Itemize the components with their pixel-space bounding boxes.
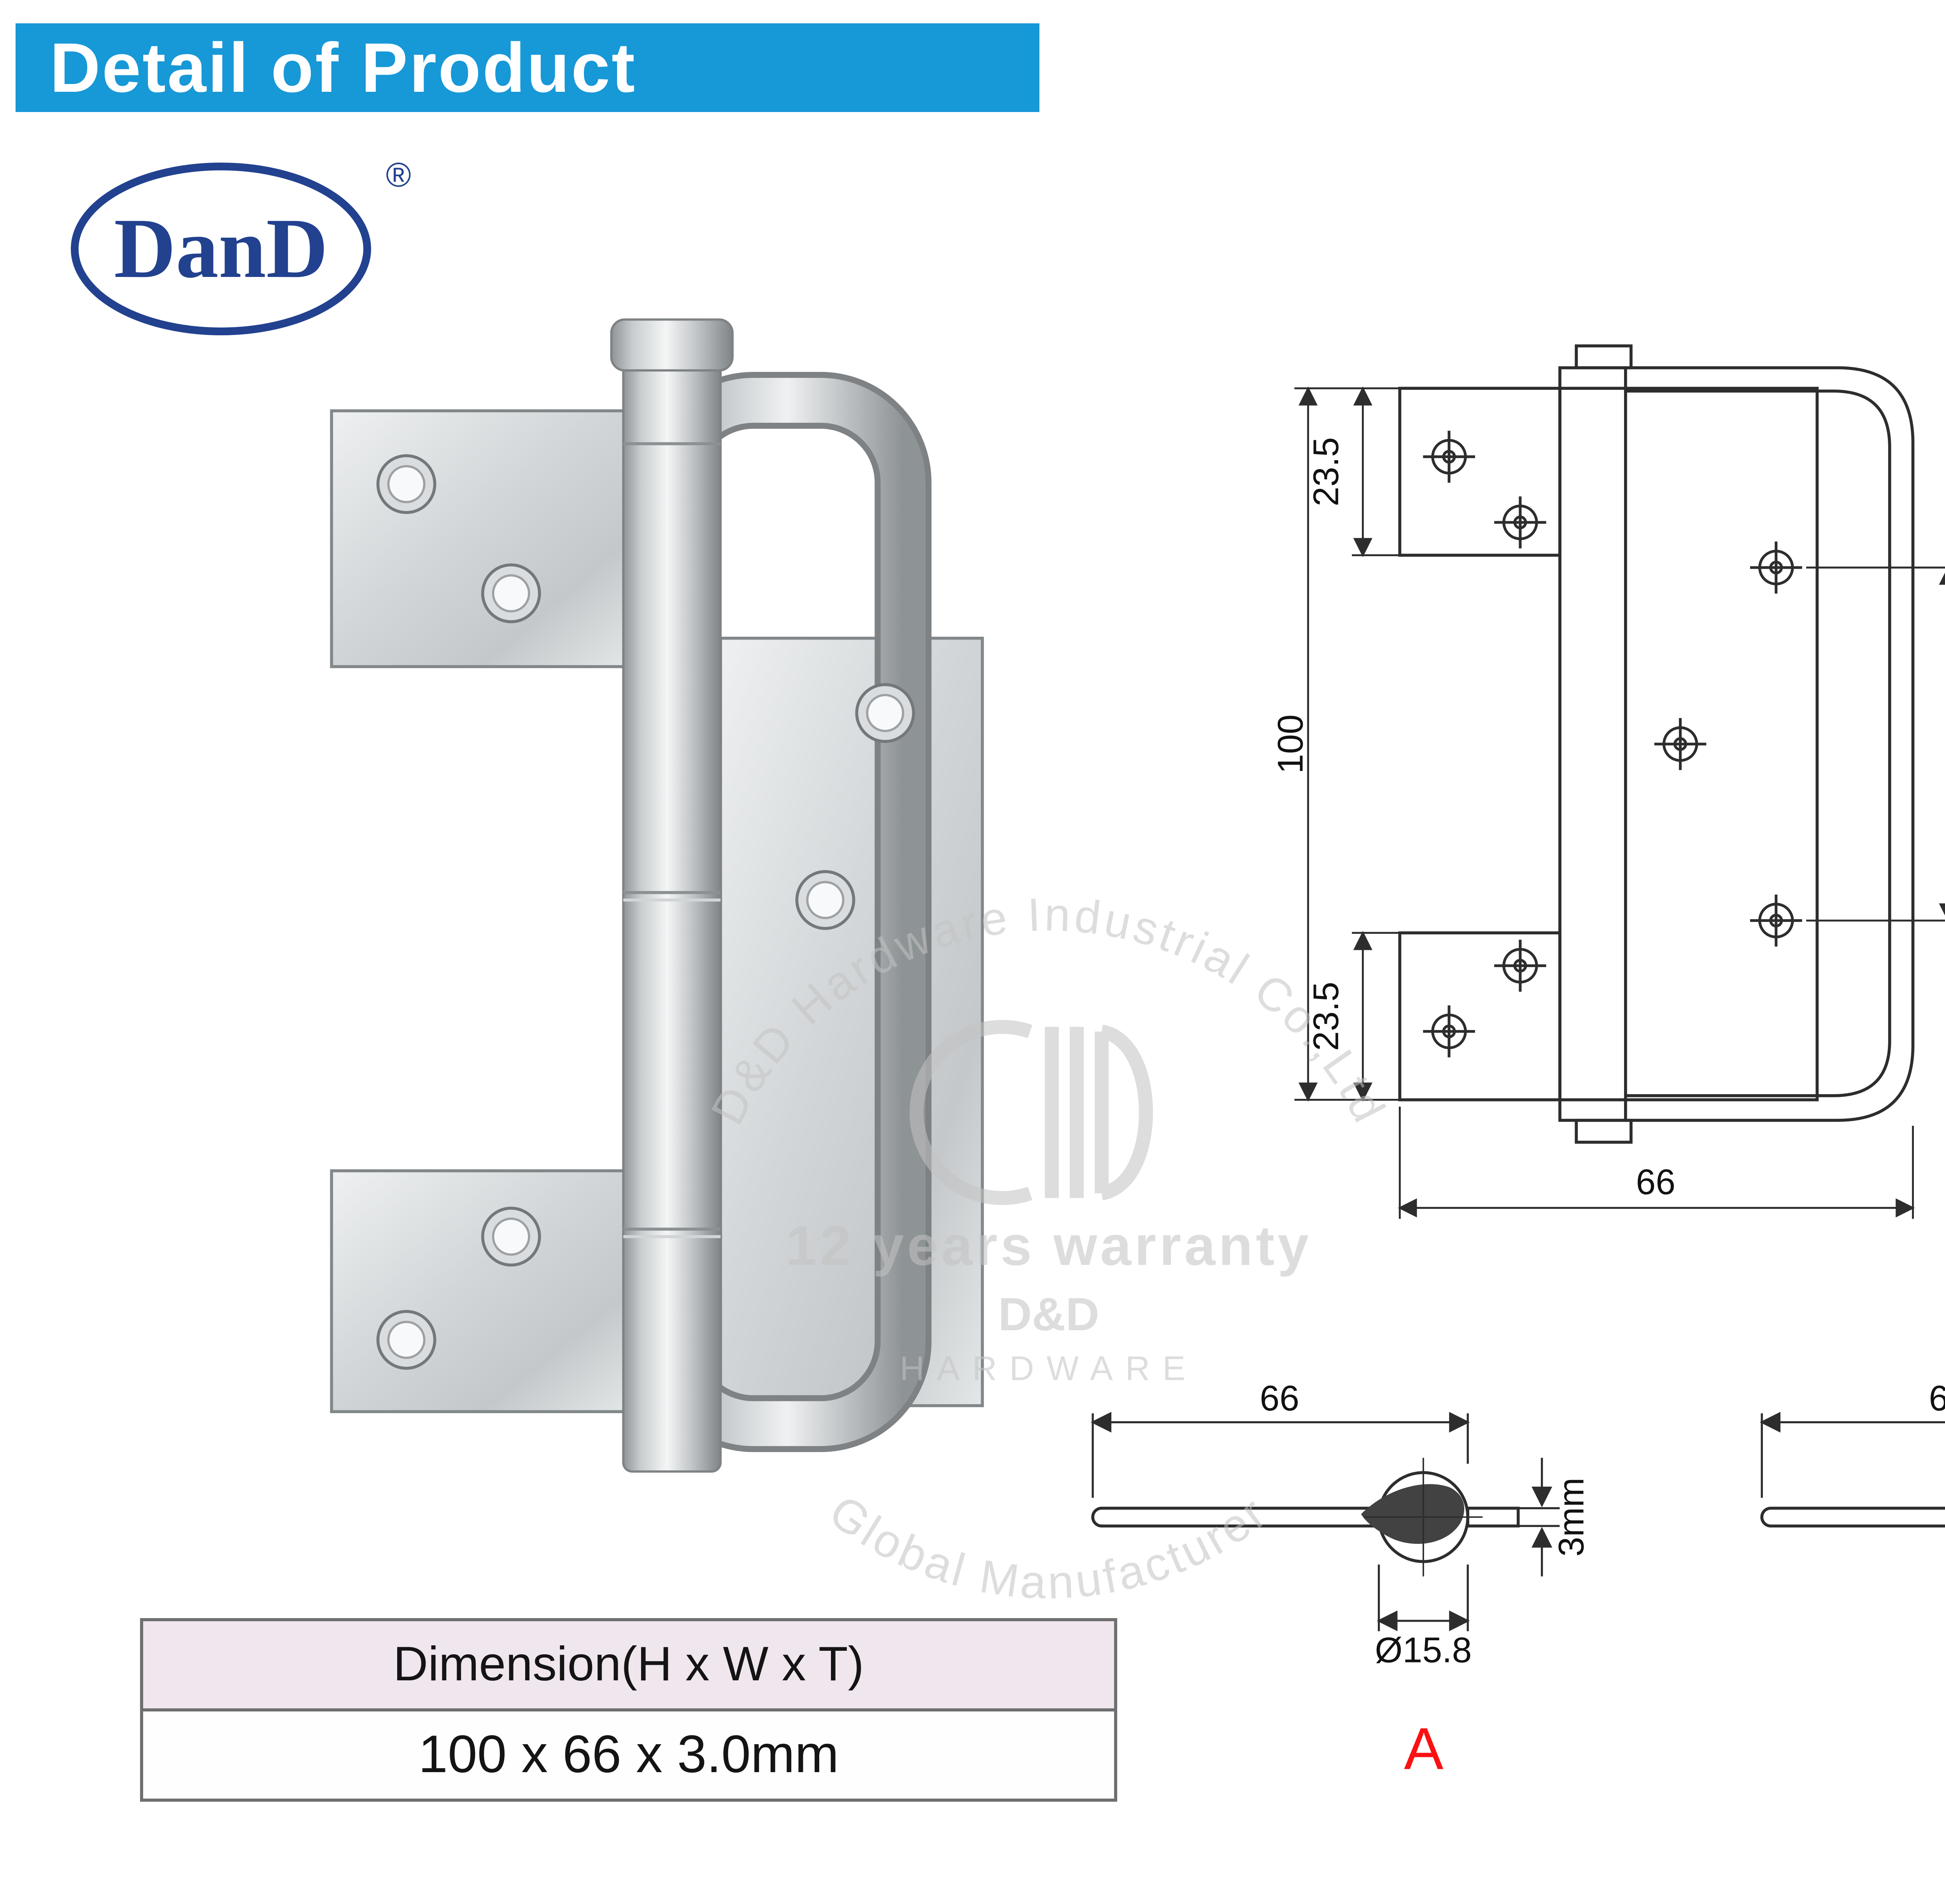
hinge-leaf-top-left [330,409,633,668]
side-b-dimension-lines [1759,1412,1945,1498]
dim-bottom-left: 23.5 [1306,982,1346,1051]
product-photo [330,318,984,1473]
side-a-dim-length: 66 [1260,1379,1299,1418]
front-view-dimension-lines [1294,386,1945,1219]
spec-table-header: Dimension(H x W x T) [143,1621,1114,1711]
side-b-dim-length: 66 [1929,1379,1945,1418]
spec-table-value: 100 x 66 x 3.0mm [143,1711,1114,1799]
hinge-leaf-right [719,636,984,1407]
side-view-b-drawing: 66 3mm Ø15.8 [1759,1379,1945,1527]
side-a-leaf-section [1361,1484,1465,1544]
side-view-b-label: B [1859,1718,1945,1785]
hinge-leaf-bottom-left [330,1169,633,1414]
brand-logo: DanD ® [71,156,411,335]
dim-height: 100 [1271,715,1311,774]
registered-trademark-icon: ® [386,156,411,194]
page-title: Detail of Product [50,27,637,107]
front-view-outline [1398,344,1915,1144]
header-banner: Detail of Product [16,23,1039,112]
side-view-a-label: A [1404,1718,1444,1783]
hinge-pin-cap [610,318,734,372]
dimension-spec-table: Dimension(H x W x T) 100 x 66 x 3.0mm [140,1618,1117,1802]
side-a-dim-thickness: 3mm [1551,1478,1591,1557]
front-view-screw-holes [1423,431,1802,1057]
front-view-drawing: 23.5 100 23.5 49.5 66 [1271,344,1945,1219]
side-view-a-drawing: 66 3mm Ø15.8 [1090,1379,1591,1670]
side-a-centerlines [1364,1457,1483,1576]
logo-ellipse [71,163,371,335]
side-a-dim-diameter: Ø15.8 [1375,1631,1472,1670]
logo-text: DanD [114,201,328,296]
dim-width: 66 [1636,1162,1675,1202]
dim-top-left: 23.5 [1306,437,1346,506]
side-b-outline [1760,1506,1945,1527]
side-a-dimension-lines [1090,1412,1560,1631]
hinge-barrel [610,318,734,1473]
